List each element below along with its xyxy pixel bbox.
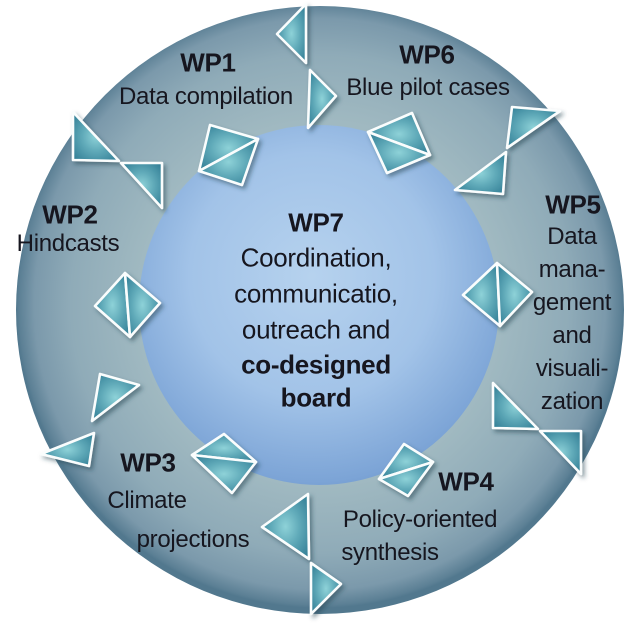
wp6-title: WP6 bbox=[399, 39, 455, 70]
wp5-title: WP5 bbox=[545, 189, 601, 220]
flow-bowtie-wp2-wp3-icon bbox=[39, 372, 141, 468]
wp1-title: WP1 bbox=[180, 47, 236, 78]
wp7-line: co-designed bbox=[241, 349, 391, 380]
wp7-line: communicatio, bbox=[234, 278, 398, 309]
wp4-description-line: synthesis bbox=[341, 538, 439, 566]
node-marker-wp3-icon bbox=[190, 432, 258, 495]
wp7-title: WP7 bbox=[288, 207, 344, 238]
wp3-description-line: Climate bbox=[107, 486, 187, 514]
wp6-description: Blue pilot cases bbox=[346, 73, 510, 101]
wp5-description-line: and bbox=[552, 321, 592, 349]
flow-bowtie-wp2-wp1-icon bbox=[71, 110, 164, 210]
wp7-line: board bbox=[280, 382, 352, 413]
wp3-title: WP3 bbox=[120, 447, 176, 478]
wp5-description-line: mana- bbox=[538, 255, 606, 283]
wp5-description-line: Data bbox=[547, 222, 597, 250]
wp7-line: outreach and bbox=[241, 314, 391, 345]
node-marker-wp4-icon bbox=[377, 442, 435, 498]
wp2-description: Hindcasts bbox=[16, 229, 120, 257]
wp3-description-line: projections bbox=[136, 525, 250, 553]
flow-bowtie-wp4-wp5-icon bbox=[491, 381, 583, 476]
flow-bowtie-wp5-wp6-icon bbox=[453, 105, 562, 196]
wp5-description-line: gement bbox=[532, 288, 612, 316]
wp4-title: WP4 bbox=[438, 466, 494, 497]
node-marker-wp5-icon bbox=[461, 261, 534, 328]
wp5-description-line: zation bbox=[540, 387, 604, 415]
wp2-title: WP2 bbox=[42, 199, 98, 230]
flow-bowtie-wp3-wp4-icon bbox=[260, 492, 343, 616]
wp5-description-line: visuali- bbox=[535, 354, 609, 382]
node-marker-wp1-icon bbox=[197, 123, 260, 187]
node-marker-wp6-icon bbox=[366, 111, 432, 175]
flow-bowtie-wp1-wp6-icon bbox=[275, 2, 338, 130]
node-marker-wp2-icon bbox=[93, 271, 162, 339]
wp4-description-line: Policy-oriented bbox=[342, 505, 498, 533]
wp1-description: Data compilation bbox=[119, 82, 293, 110]
inner-core-circle bbox=[139, 125, 499, 485]
wp7-line: Coordination, bbox=[240, 242, 392, 273]
